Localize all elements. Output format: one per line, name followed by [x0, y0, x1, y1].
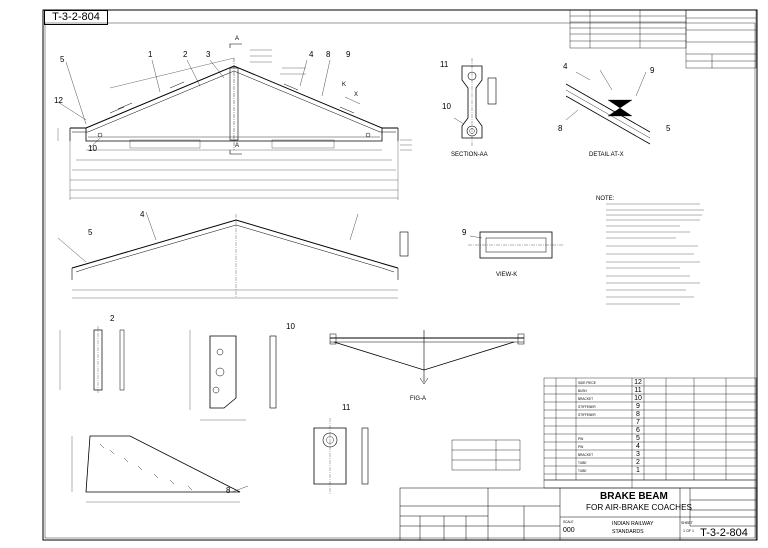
part-label-2: 2: [183, 50, 188, 59]
part-10-view: [189, 330, 277, 421]
parts-list-no: 10: [634, 395, 642, 402]
section-mark-a-top: A: [235, 36, 240, 42]
drawing-number-top: T-3-2-804: [44, 10, 108, 25]
sheet-value: 1 OF 1: [683, 529, 694, 533]
part-label-5: 5: [60, 55, 65, 64]
parts-list-desc: BRACKET: [578, 453, 594, 457]
side-piece-view: [57, 211, 409, 299]
parts-list-desc: SIDE PIECE: [578, 381, 596, 385]
main-beam-elevation: [57, 43, 412, 200]
drawing-number-bottom: T-3-2-804: [700, 527, 748, 539]
parts-list-no: 4: [636, 443, 640, 450]
part-label-4-side: 4: [140, 210, 145, 219]
title-block: [399, 487, 757, 541]
revision-block: [569, 9, 757, 69]
part-label-9-viewk: 9: [462, 228, 467, 237]
part-label-4: 4: [309, 50, 314, 59]
parts-list-no: 1: [636, 467, 640, 474]
part-label-8: 8: [326, 50, 331, 59]
detail-x-view: [565, 69, 651, 145]
parts-list-desc: BRACKET: [578, 397, 594, 401]
parts-list-desc: PIN: [578, 437, 584, 441]
part-label-5-detail: 5: [666, 124, 671, 133]
parts-list-table: [543, 377, 757, 489]
part-label-5-side: 5: [88, 228, 93, 237]
view-mark-k: K: [342, 82, 347, 88]
organisation-name: INDIAN RAILWAY: [612, 521, 654, 527]
section-mark-a-bottom: A: [235, 143, 240, 149]
parts-list-no: 11: [634, 387, 642, 394]
parts-list-desc: STIFFENER: [578, 413, 596, 417]
part-label-4-detail: 4: [563, 62, 568, 71]
part-label-8-view: 8: [226, 486, 231, 495]
part-label-9-detail: 9: [650, 66, 655, 75]
parts-list-no: 8: [636, 411, 640, 418]
parts-list-no: 9: [636, 403, 640, 410]
scale-label: SCALE: [563, 520, 574, 524]
parts-list-desc: PIN: [578, 445, 584, 449]
drawing-title: BRAKE BEAM: [600, 491, 668, 502]
part-label-11-section: 11: [440, 60, 449, 69]
part-2-view: [59, 326, 125, 394]
part-8-view: [71, 435, 249, 503]
parts-list-no: 7: [636, 419, 640, 426]
part-label-9: 9: [346, 50, 351, 59]
parts-list-no: 3: [636, 451, 640, 458]
parts-list-desc: TUBE: [578, 469, 587, 473]
parts-list-desc: BUSH: [578, 389, 587, 393]
part-label-8-detail: 8: [558, 124, 563, 133]
parts-list-no: 6: [636, 427, 640, 434]
part-11-view: [313, 418, 369, 494]
parts-list-no: 5: [636, 435, 640, 442]
part-label-1: 1: [148, 50, 153, 59]
part-label-2-view: 2: [110, 314, 115, 323]
part-label-12: 12: [54, 96, 63, 105]
detail-mark-x: X: [354, 92, 359, 98]
fig-a-label: FIG-A: [410, 396, 426, 402]
view-k-label: VIEW-K: [496, 272, 518, 278]
sheet-border: [42, 9, 758, 541]
view-k: [468, 231, 564, 259]
section-aa-label: SECTION-AA: [451, 152, 488, 158]
note-heading: NOTE:: [596, 196, 615, 202]
fig-a-view: [329, 330, 525, 385]
notes-block: [606, 203, 704, 305]
sheet-label: SHEET: [681, 521, 693, 525]
drawing-subtitle: FOR AIR-BRAKE COACHES: [586, 503, 693, 512]
parts-list-desc: STIFFENER: [578, 405, 596, 409]
section-aa-view: [453, 58, 497, 146]
parts-list-desc: TUBE: [578, 461, 587, 465]
part-label-10-view: 10: [286, 322, 295, 331]
parts-list-no: 2: [636, 459, 640, 466]
scale-value: 000: [563, 527, 575, 534]
part-label-10-section: 10: [442, 102, 451, 111]
welding-table: [451, 439, 521, 471]
part-label-3: 3: [206, 50, 211, 59]
part-label-11-view: 11: [342, 403, 351, 412]
organisation-standards: STANDARDS: [612, 529, 644, 535]
detail-x-label: DETAIL AT-X: [589, 152, 624, 158]
part-label-10: 10: [88, 144, 97, 153]
parts-list-no: 12: [634, 379, 642, 386]
